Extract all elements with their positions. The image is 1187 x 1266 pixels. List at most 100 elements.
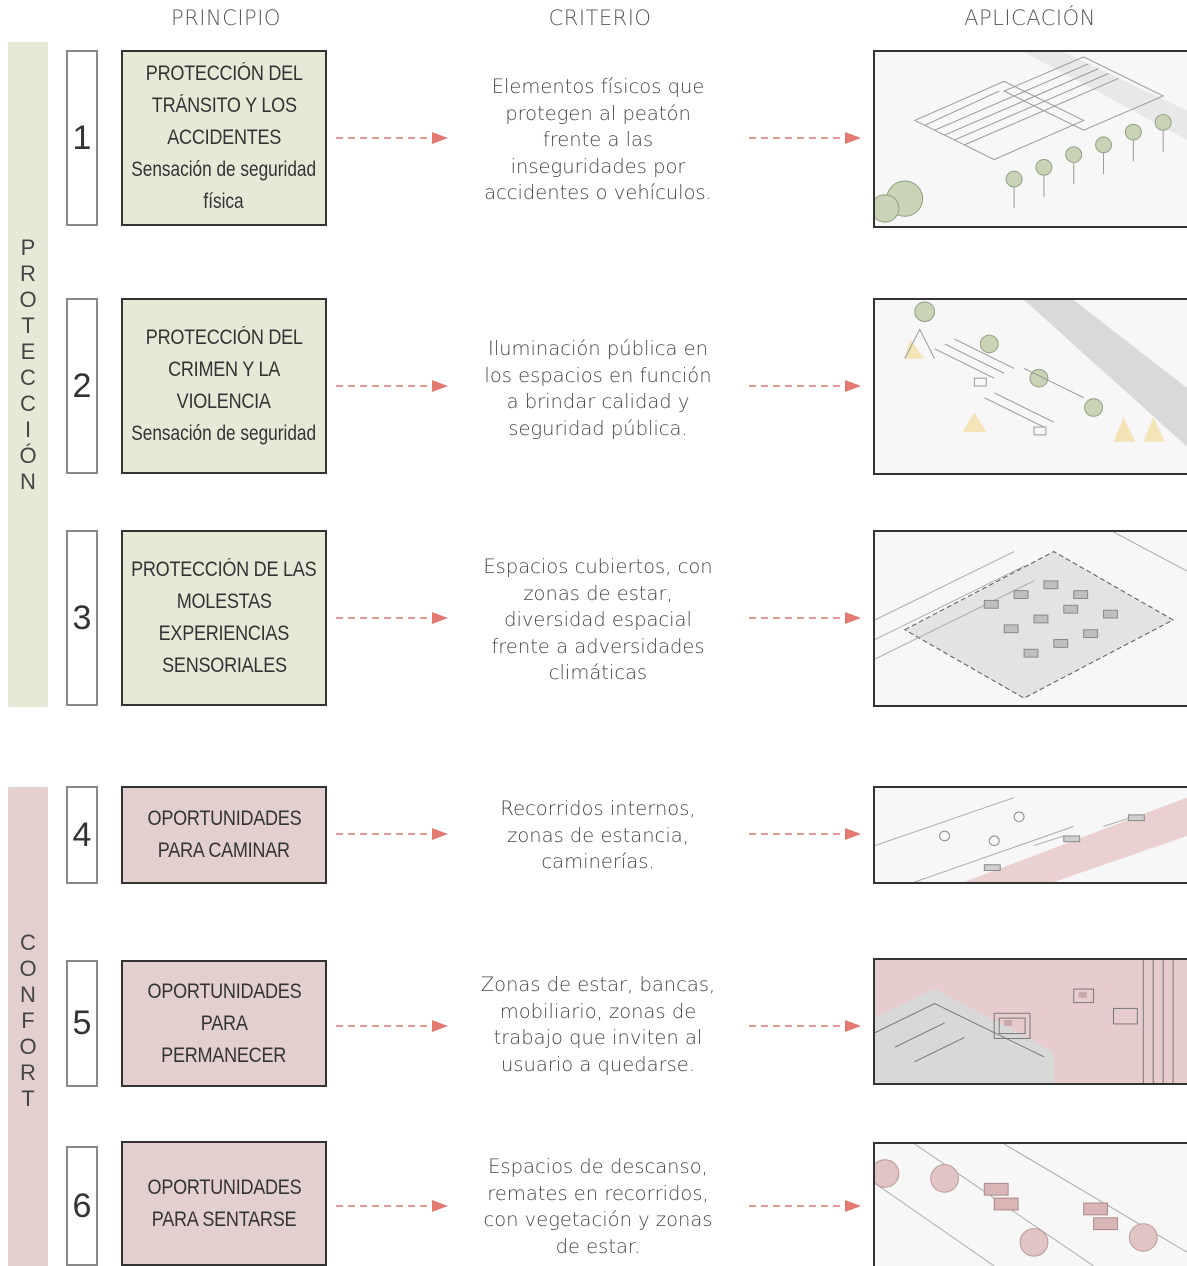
criterion-line: seguridad pública. xyxy=(508,416,688,440)
criterion-line: usuario a quedarse. xyxy=(501,1052,695,1076)
principle-title-line: PROTECCIÓN DEL xyxy=(145,62,303,85)
dashed-arrow-icon xyxy=(749,828,861,840)
category-label-confort: C O N F O R T xyxy=(8,930,48,1112)
row-number: 5 xyxy=(72,1004,92,1042)
dashed-arrow-icon xyxy=(336,828,448,840)
principle-title-line: PARA SENTARSE xyxy=(151,1207,297,1231)
criterion-line: remates en recorridos, xyxy=(487,1181,709,1205)
criterion-line: trabajo que inviten al xyxy=(493,1026,703,1049)
application-image-staying xyxy=(873,958,1187,1085)
principle-box: OPORTUNIDADES PARA SENTARSE xyxy=(121,1141,327,1266)
row-number-box: 5 xyxy=(66,960,98,1087)
principle-title-line: PARA CAMINAR xyxy=(157,839,291,862)
principle-box: PROTECCIÓN DE LAS MOLESTAS EXPERIENCIAS … xyxy=(121,530,327,706)
principle-title-line: VIOLENCIA xyxy=(176,390,272,413)
category-letter: T xyxy=(21,313,35,338)
criterion-line: protegen al peatón xyxy=(505,101,691,125)
principle-subtitle-line: física xyxy=(203,190,245,213)
criterion-line: caminerías. xyxy=(541,850,655,873)
criterion-line: frente a las xyxy=(542,128,654,151)
criterion-line: Recorridos internos, xyxy=(500,797,696,820)
principle-title-line: SENSORIALES xyxy=(161,654,287,677)
dashed-arrow-icon xyxy=(749,380,861,392)
criterion-line: Espacios de descanso, xyxy=(488,1155,708,1178)
category-bar-proteccion xyxy=(8,42,48,707)
category-label-proteccion: P R O T E C C I Ó N xyxy=(8,235,48,495)
principle-title-line: PROTECCIÓN DE LAS xyxy=(131,558,317,581)
principle-subtitle-line: Sensación de seguridad xyxy=(131,158,317,181)
criterion-line: zonas de estancia, xyxy=(507,823,689,847)
principle-subtitle-line: Sensación de seguridad xyxy=(131,422,317,445)
application-image-covered-spaces xyxy=(873,530,1187,707)
criterion-line: de estar. xyxy=(555,1234,641,1258)
header-aplicacion: APLICACIÓN xyxy=(964,6,1096,30)
principle-title-line: OPORTUNIDADES xyxy=(147,1175,301,1199)
category-bar-confort xyxy=(8,787,48,1266)
category-letter: Ó xyxy=(19,443,37,468)
criterion-text: Elementos físicos que protegen al peatón… xyxy=(462,74,734,207)
dashed-arrow-icon xyxy=(336,380,448,392)
dashed-arrow-icon xyxy=(749,612,861,624)
principle-title-line: OPORTUNIDADES xyxy=(147,979,301,1003)
dashed-arrow-icon xyxy=(336,612,448,624)
row-number-box: 2 xyxy=(66,298,98,474)
principle-title-line: MOLESTAS xyxy=(176,590,272,613)
category-letter: P xyxy=(20,235,36,260)
category-letter: E xyxy=(20,339,36,364)
criterion-line: Elementos físicos que xyxy=(491,75,705,98)
category-letter: O xyxy=(19,956,37,981)
application-image-walkways xyxy=(873,786,1187,884)
dashed-arrow-icon xyxy=(336,1200,448,1212)
criterion-line: climáticas xyxy=(548,661,648,684)
category-letter: C xyxy=(20,365,36,390)
criterion-text: Iluminación pública en los espacios en f… xyxy=(462,336,734,442)
principle-title-line: PERMANECER xyxy=(161,1043,287,1067)
criterion-text: Espacios de descanso, remates en recorri… xyxy=(462,1154,734,1260)
category-letter: N xyxy=(20,982,36,1007)
criterion-line: mobiliario, zonas de xyxy=(499,999,697,1023)
row-number-box: 3 xyxy=(66,530,98,706)
dashed-arrow-icon xyxy=(336,132,448,144)
principle-title-line: PROTECCIÓN DEL xyxy=(145,326,303,349)
principle-title-line: PARA xyxy=(200,1011,248,1035)
category-letter: R xyxy=(20,261,36,286)
principle-box: OPORTUNIDADES PARA CAMINAR xyxy=(121,786,327,884)
principle-box: PROTECCIÓN DEL CRIMEN Y LA VIOLENCIA Sen… xyxy=(121,298,327,474)
criterion-text: Zonas de estar, bancas, mobiliario, zona… xyxy=(462,972,734,1078)
header-criterio: CRITERIO xyxy=(548,6,652,30)
row-number: 4 xyxy=(72,815,92,854)
criterion-line: los espacios en función xyxy=(484,363,712,387)
application-image-seating xyxy=(873,1142,1187,1266)
principle-title-line: TRÁNSITO Y LOS xyxy=(151,94,297,117)
row-number-box: 1 xyxy=(66,50,98,226)
category-letter: C xyxy=(20,930,36,955)
principle-title-line: CRIMEN Y LA xyxy=(168,358,280,381)
criterion-text: Recorridos internos, zonas de estancia, … xyxy=(462,796,734,876)
header-principio: PRINCIPIO xyxy=(171,6,281,30)
criterion-line: diversidad espacial xyxy=(504,608,692,631)
criterion-line: con vegetación y zonas xyxy=(483,1208,713,1231)
criterion-line: inseguridades por xyxy=(510,154,686,178)
criterion-line: Espacios cubiertos, con xyxy=(483,555,713,578)
row-number-box: 6 xyxy=(66,1146,98,1266)
principle-box: OPORTUNIDADES PARA PERMANECER xyxy=(121,960,327,1087)
criterion-line: a brindar calidad y xyxy=(506,390,690,413)
row-number: 3 xyxy=(72,598,92,637)
category-letter: I xyxy=(24,417,32,442)
category-letter: N xyxy=(20,469,36,494)
criterion-line: frente a adversidades xyxy=(491,634,705,658)
category-letter: R xyxy=(20,1060,36,1085)
category-letter: O xyxy=(19,287,37,312)
criterion-text: Espacios cubiertos, con zonas de estar, … xyxy=(462,554,734,687)
principle-title-line: EXPERIENCIAS xyxy=(158,622,290,645)
row-number: 6 xyxy=(72,1186,92,1225)
dashed-arrow-icon xyxy=(749,1200,861,1212)
dashed-arrow-icon xyxy=(749,132,861,144)
principle-title-line: OPORTUNIDADES xyxy=(147,807,301,830)
principle-title-line: ACCIDENTES xyxy=(167,126,281,149)
dashed-arrow-icon xyxy=(749,1020,861,1032)
category-letter: O xyxy=(19,1034,37,1059)
row-number-box: 4 xyxy=(66,786,98,884)
criterion-line: accidentes o vehículos. xyxy=(484,181,712,204)
row-number: 2 xyxy=(72,366,92,405)
